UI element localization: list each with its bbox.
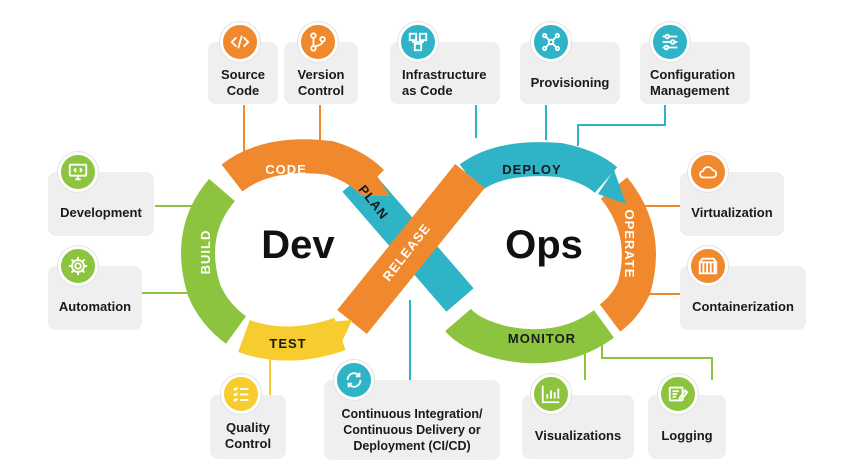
network-blocks-icon (398, 22, 438, 62)
test-label: TEST (269, 336, 306, 351)
logging-label: Logging (661, 428, 713, 443)
infrastructure-as-code-label: Infrastructure as Code (402, 67, 487, 98)
bar-chart-icon (531, 374, 571, 414)
branch-icon (298, 22, 338, 62)
cloud-icon (688, 152, 728, 192)
operate-segment (599, 177, 656, 332)
container-icon (688, 246, 728, 286)
development-label: Development (60, 205, 142, 220)
monitor-segment (445, 308, 614, 364)
hub-nodes-icon (531, 22, 571, 62)
configuration-management-label: Configuration Management (650, 67, 736, 98)
development-card: Development (48, 172, 154, 236)
source-code-label: Source Code (220, 67, 266, 98)
containerization-label: Containerization (692, 299, 794, 314)
monitor-label: MONITOR (508, 331, 576, 346)
ci-cd-label: Continuous Integration/ Continuous Deliv… (341, 407, 483, 453)
deploy-label: DEPLOY (502, 162, 561, 177)
release-segment (337, 164, 485, 334)
gear-icon (58, 246, 98, 286)
dev-heading: Dev (261, 223, 335, 267)
provisioning-label: Provisioning (530, 75, 610, 90)
build-label: BUILD (198, 230, 213, 275)
code-segment (221, 139, 385, 195)
checklist-icon (221, 374, 261, 414)
sliders-icon (650, 22, 690, 62)
code-brackets-icon (220, 22, 260, 62)
deploy-segment (459, 142, 618, 194)
quality-control-label: Quality Control (224, 420, 272, 451)
cycle-arrows-icon (334, 360, 374, 400)
code-label: CODE (265, 162, 307, 177)
log-edit-icon (658, 374, 698, 414)
operate-label: OPERATE (622, 210, 637, 279)
version-control-label: Version Control (297, 67, 345, 98)
automation-label: Automation (58, 299, 132, 314)
monitor-code-icon (58, 152, 98, 192)
visualizations-label: Visualizations (534, 428, 622, 443)
ci-cd-card: Continuous Integration/ Continuous Deliv… (324, 380, 500, 460)
test-segment (238, 317, 346, 361)
build-segment (181, 178, 247, 344)
ops-heading: Ops (505, 223, 583, 267)
virtualization-label: Virtualization (691, 205, 773, 220)
